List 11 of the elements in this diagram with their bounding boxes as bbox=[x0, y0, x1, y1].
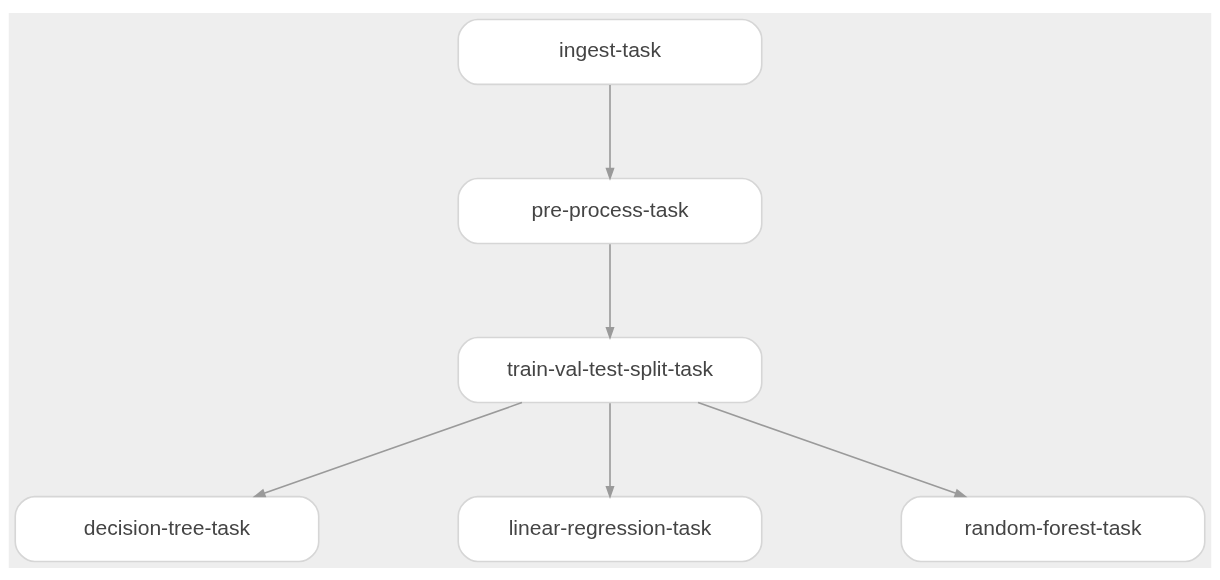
node-box: train-val-test-split-task bbox=[457, 336, 763, 403]
node-box: random-forest-task bbox=[900, 495, 1206, 562]
node-box: pre-process-task bbox=[457, 177, 763, 244]
node-box: decision-tree-task bbox=[14, 495, 320, 562]
arrow bbox=[605, 83, 615, 181]
node-box: ingest-task bbox=[457, 18, 763, 85]
node-box: linear-regression-task bbox=[457, 495, 763, 562]
arrow bbox=[252, 401, 523, 497]
arrow bbox=[697, 401, 968, 497]
arrow bbox=[605, 242, 615, 340]
arrow bbox=[605, 401, 615, 499]
